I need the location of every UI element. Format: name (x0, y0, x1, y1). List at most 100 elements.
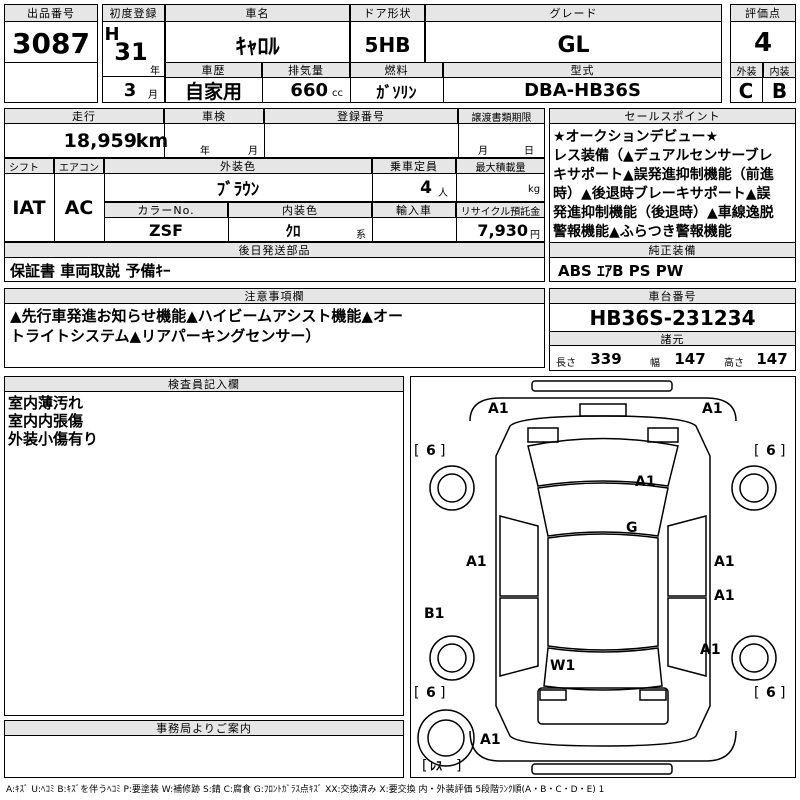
history: 自家用 (184, 81, 242, 103)
transfer-month-unit: 月 (478, 146, 488, 157)
bracket: [ (754, 443, 759, 459)
tire-rl-inner (437, 643, 467, 673)
headlight-left (527, 427, 559, 443)
mark-rear-bumper: A1 (480, 732, 501, 748)
chassis-number: HB36S-231234 (589, 306, 756, 330)
divider (104, 158, 105, 242)
reg-month: 3 (123, 79, 137, 101)
mark-front-right: A1 (702, 401, 723, 417)
notes-line: トライトシステム▲リアパーキングセンサー） (10, 327, 321, 345)
tire-rr-tread: 6 (766, 685, 776, 701)
reg-year: 31 (114, 38, 148, 66)
body-outline (495, 415, 711, 747)
first-reg-label: 初度登録 (102, 4, 165, 22)
divider (372, 158, 373, 242)
bracket: ] (780, 443, 785, 459)
shift-label: シフト (4, 158, 54, 174)
interior-color-label: 内装色 (228, 202, 372, 218)
front-bumper-outline (531, 380, 673, 392)
model-label: 型式 (443, 62, 722, 78)
mark-hood: A1 (635, 474, 656, 490)
inspector-line: 外装小傷有り (8, 430, 99, 448)
lot-label: 出品番号 (4, 4, 98, 22)
month-unit: 月 (148, 90, 158, 101)
import-label: 輸入車 (372, 202, 456, 218)
load-unit: kg (528, 184, 541, 195)
taillight-right (639, 689, 667, 701)
shift: IAT (12, 197, 46, 219)
sales-line: 時）▲後退時ブレーキサポート▲誤 (553, 186, 771, 202)
headlight-right (647, 427, 679, 443)
displacement-unit: cc (332, 88, 343, 99)
recycle: 7,930 (477, 220, 528, 240)
mileage: 18,959 (63, 130, 137, 152)
insp-month-unit: 月 (248, 146, 258, 157)
length: 339 (590, 350, 622, 368)
recycle-label: リサイクル預託金 (456, 202, 545, 218)
divider (458, 108, 459, 158)
hood-outline (527, 437, 679, 487)
door-type: 5HB (364, 33, 411, 57)
width: 147 (674, 350, 706, 368)
grade: GL (557, 32, 590, 58)
year-unit: 年 (150, 66, 160, 77)
divider (4, 241, 545, 242)
mark-right-rear-door: A1 (714, 588, 735, 604)
inspector-label: 検査員記入欄 (4, 376, 404, 392)
legend: A:ｷｽﾞ U:ﾍｺﾐ B:ｷｽﾞを伴うﾍｺﾐ P:要塗装 W:補修跡 S:錆 … (6, 785, 605, 795)
roof-outline (547, 533, 659, 651)
score-label: 評価点 (730, 4, 796, 22)
transfer-day-unit: 日 (524, 146, 534, 157)
tire-fr-tread: 6 (766, 443, 776, 459)
ac: AC (64, 197, 94, 219)
mark-left-front-door: A1 (466, 554, 487, 570)
car-diagram: A1 A1 A1 G A1 A1 A1 B1 A1 W1 A1 6 6 6 6 … (414, 380, 785, 775)
inspector-line: 室内薄汚れ (8, 394, 84, 412)
mark-right-rear-fender: A1 (700, 642, 721, 658)
load-label: 最大積載量 (456, 158, 545, 174)
color-label: 外装色 (104, 158, 372, 174)
plate-label: 登録番号 (264, 108, 458, 124)
office-label: 事務局よりご案内 (4, 720, 404, 736)
mark-windshield: G (626, 520, 638, 536)
spare-mark: ﾚｽ (430, 759, 442, 773)
interior-color: ｸﾛ (285, 221, 301, 240)
bracket: ] (440, 685, 445, 701)
tailgate-outline (537, 687, 669, 725)
tire-rl (429, 635, 475, 681)
divider (350, 62, 351, 103)
notes-line: ▲先行車発進お知らせ機能▲ハイビームアシスト機能▲オー (10, 307, 403, 325)
divider (4, 157, 545, 158)
windshield-outline (537, 482, 669, 537)
ac-label: エアコン (54, 158, 104, 174)
divider (4, 62, 98, 63)
mark-rear-window: W1 (550, 658, 575, 674)
divider (456, 158, 457, 242)
seats-label: 乗車定員 (372, 158, 456, 174)
ext-label: 外装 (730, 62, 763, 78)
color-no: ZSF (148, 220, 184, 240)
inspection-label: 車検 (164, 108, 264, 124)
divider (102, 76, 165, 77)
fuel-label: 燃料 (350, 62, 443, 78)
tire-fr (731, 465, 777, 511)
ext-grade: C (730, 78, 763, 103)
inspector-box (4, 376, 404, 716)
divider (228, 202, 229, 242)
divider (262, 62, 263, 103)
interior-unit: 系 (356, 230, 366, 241)
spare-tire (417, 709, 475, 767)
tire-fr-inner (739, 473, 769, 503)
sales-line: 発進抑制機能（後退時）▲車線逸脱 (553, 205, 774, 221)
tire-rr (731, 635, 777, 681)
tire-rl-tread: 6 (426, 685, 436, 701)
name-label: 車名 (165, 4, 350, 22)
divider (104, 201, 545, 202)
seats: 4 (420, 177, 432, 198)
transfer-label: 譲渡書類期限 (458, 108, 545, 124)
divider (443, 62, 444, 103)
displacement-label: 排気量 (262, 62, 350, 78)
rear-window-outline (543, 647, 663, 691)
right-front-door (667, 515, 707, 597)
sales-line: キサポート▲誤発進抑制機能（前進 (553, 167, 774, 183)
